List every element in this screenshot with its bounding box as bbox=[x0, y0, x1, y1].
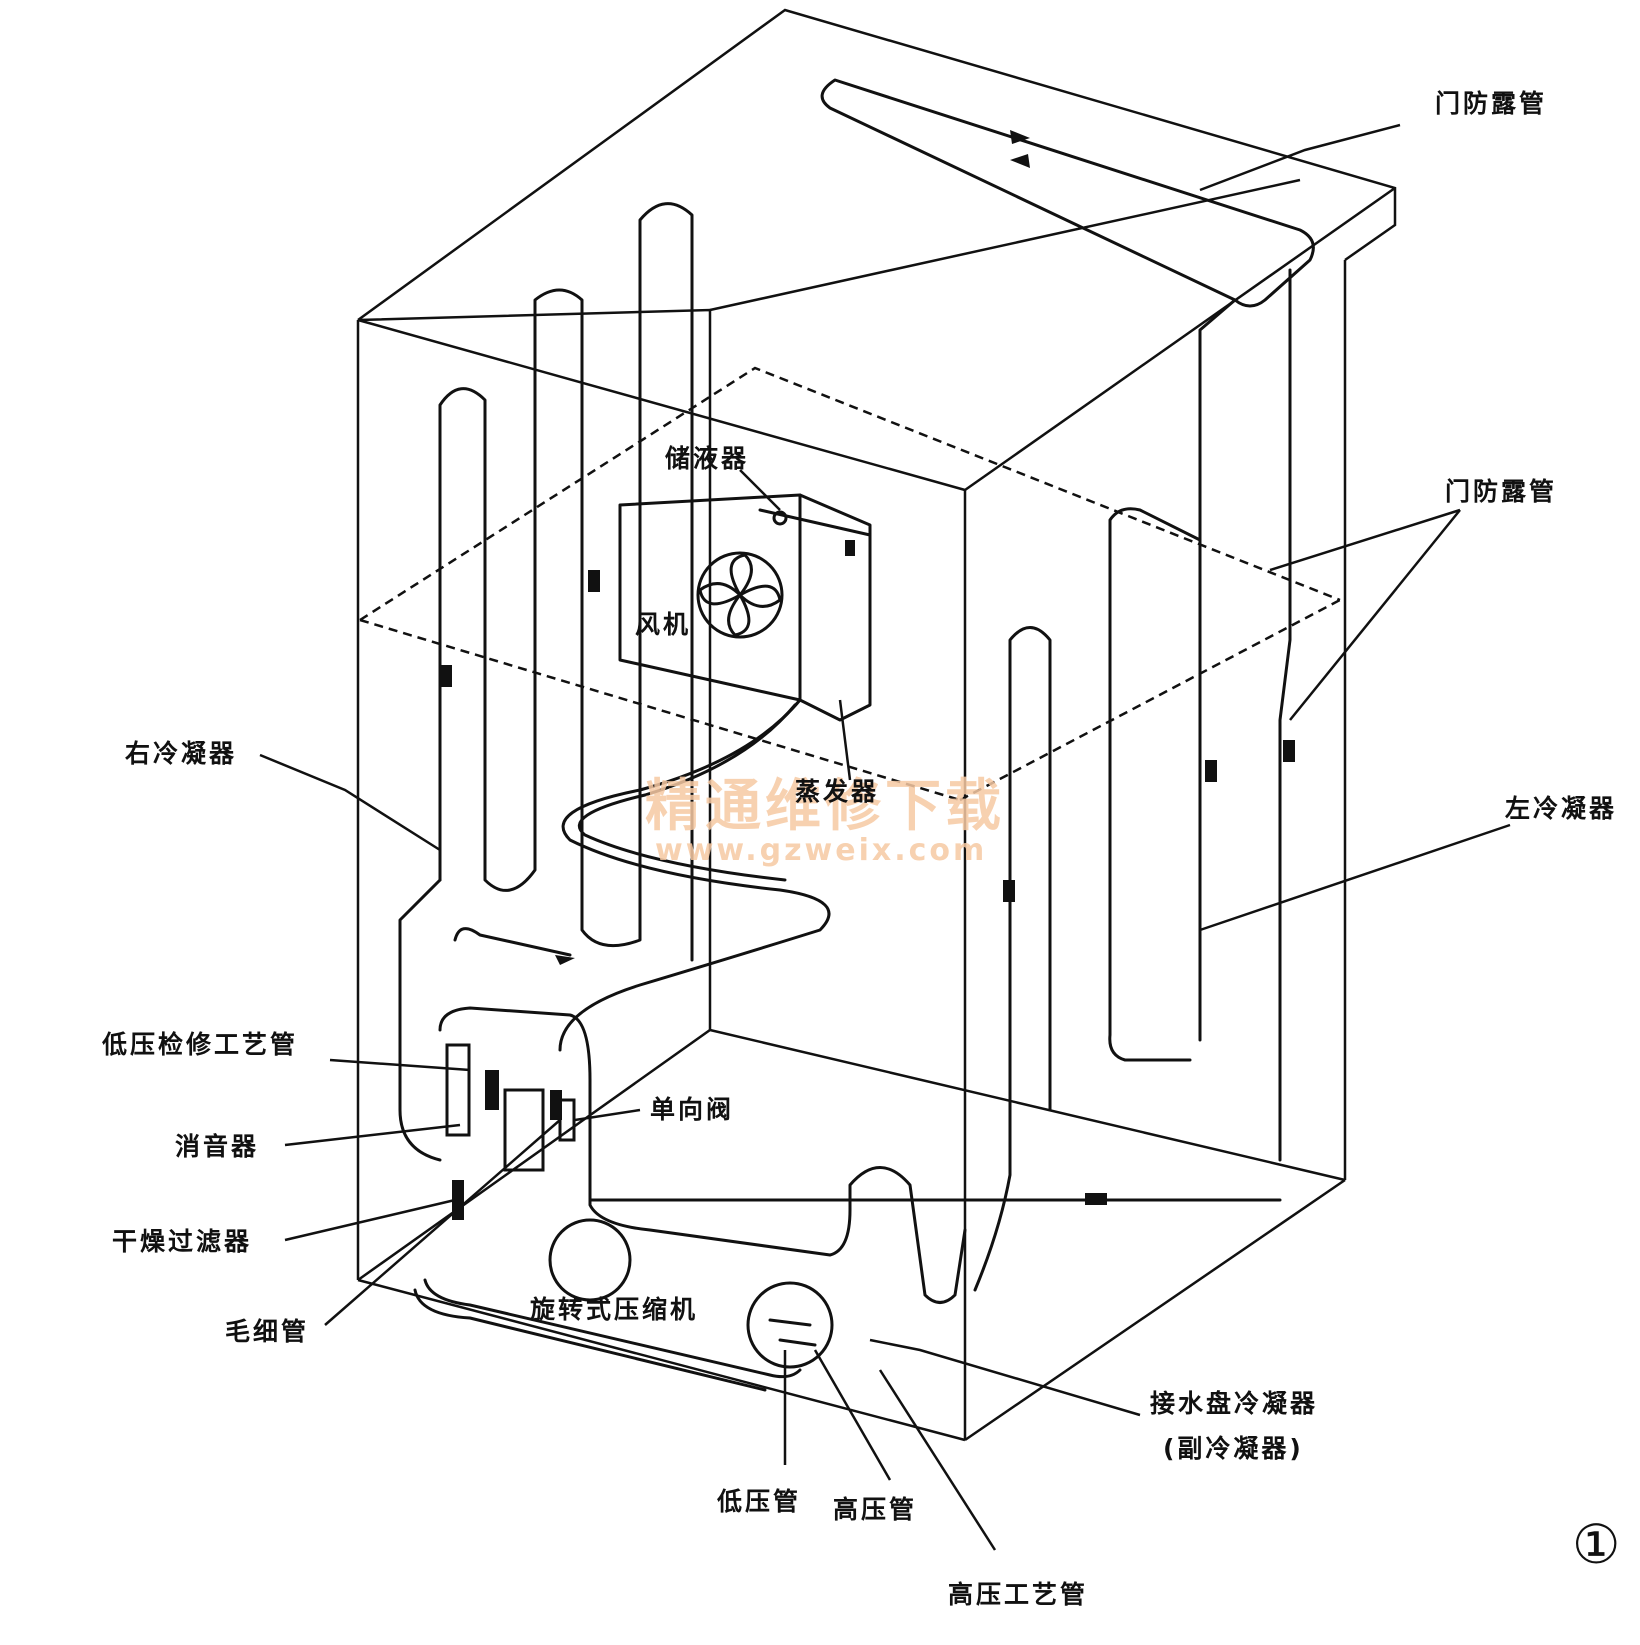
label-fan: 风机 bbox=[635, 610, 691, 639]
label-evaporator: 蒸发器 bbox=[795, 777, 879, 806]
door-anti-condensation-pipe-top bbox=[820, 78, 1315, 1042]
right-condenser-coils bbox=[398, 202, 694, 1162]
label-muffler: 消音器 bbox=[175, 1132, 259, 1161]
compressor-area bbox=[438, 1006, 834, 1369]
label-rotary-compressor: 旋转式压缩机 bbox=[530, 1295, 698, 1324]
pipe-joint bbox=[1205, 760, 1217, 782]
pipe-joint bbox=[1283, 740, 1295, 762]
label-drip-tray-condenser: 接水盘冷凝器 bbox=[1150, 1389, 1318, 1418]
evaporator-unit bbox=[618, 493, 872, 722]
watermark: 精通维修下载 www.gzweix.com bbox=[645, 774, 1005, 868]
label-low-pressure-pipe: 低压管 bbox=[716, 1487, 801, 1516]
fan-icon bbox=[696, 551, 784, 639]
bottom-pipe bbox=[413, 1078, 1282, 1392]
label-door-pipe-top: 门防露管 bbox=[1435, 89, 1547, 118]
label-reservoir: 储液器 bbox=[665, 444, 749, 473]
flow-arrow bbox=[1010, 130, 1030, 144]
flow-arrow bbox=[1010, 154, 1030, 168]
label-left-condenser: 左冷凝器 bbox=[1505, 794, 1617, 823]
compressor-connection-icon bbox=[746, 1281, 834, 1369]
label-capillary: 毛细管 bbox=[225, 1317, 309, 1346]
label-low-pressure-service-pipe: 低压检修工艺管 bbox=[101, 1030, 298, 1059]
label-sub-condenser: (副冷凝器) bbox=[1163, 1434, 1304, 1463]
flow-arrow bbox=[555, 955, 575, 965]
accumulator-icon bbox=[503, 1088, 545, 1172]
label-high-pressure-process-pipe: 高压工艺管 bbox=[948, 1580, 1088, 1609]
label-check-valve: 单向阀 bbox=[650, 1095, 734, 1124]
compressor-icon bbox=[548, 1218, 632, 1302]
watermark-title: 精通维修下载 bbox=[645, 774, 1005, 839]
freezer-compartment-dashed bbox=[359, 366, 1341, 802]
pipe-joint bbox=[588, 570, 600, 592]
pipe-joint bbox=[440, 665, 452, 687]
muffler-icon bbox=[445, 1043, 471, 1137]
cabinet-outline bbox=[356, 8, 1397, 1442]
figure-number: ① bbox=[1572, 1513, 1620, 1576]
label-high-pressure-pipe: 高压管 bbox=[833, 1495, 917, 1524]
label-right-condenser: 右冷凝器 bbox=[125, 739, 237, 768]
watermark-url: www.gzweix.com bbox=[655, 833, 987, 868]
pipe-joint bbox=[1003, 880, 1015, 902]
label-dryer-filter: 干燥过滤器 bbox=[112, 1227, 252, 1256]
leader-lines bbox=[259, 123, 1511, 1551]
suction-line-coil bbox=[558, 698, 831, 1052]
left-condenser-coils bbox=[973, 268, 1295, 1292]
low-pressure-service-pipe-icon bbox=[485, 1070, 499, 1110]
label-door-pipe-right: 门防露管 bbox=[1445, 477, 1557, 506]
pipe-joint bbox=[1085, 1193, 1107, 1205]
component-labels: 门防露管 门防露管 储液器 风机 蒸发器 右冷凝器 左冷凝器 低压检修工艺管 消… bbox=[101, 89, 1620, 1609]
